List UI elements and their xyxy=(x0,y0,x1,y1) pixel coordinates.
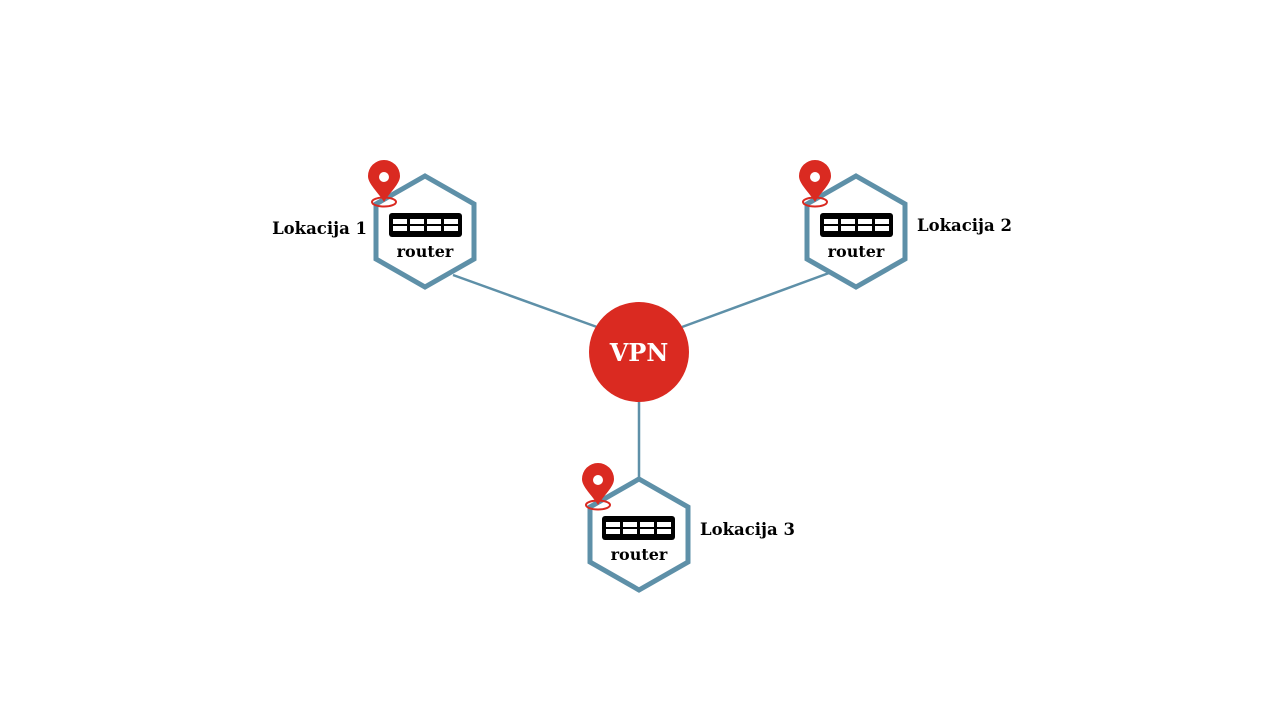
router-icon xyxy=(820,213,893,237)
node-device-label: router xyxy=(397,242,454,261)
location-label: Lokacija 1 xyxy=(272,219,367,238)
vpn-hub-circle xyxy=(589,302,689,402)
location-node-2: router Lokacija 2 xyxy=(799,160,1012,290)
location-pin-icon xyxy=(582,463,614,511)
link-lokacija-1 xyxy=(452,273,598,329)
connections xyxy=(452,271,830,478)
location-node-3: router Lokacija 3 xyxy=(582,463,795,593)
location-pin-icon xyxy=(799,160,831,208)
location-node-1: router Lokacija 1 xyxy=(272,160,477,290)
location-label: Lokacija 2 xyxy=(917,216,1012,235)
router-icon xyxy=(602,516,675,540)
node-device-label: router xyxy=(828,242,885,261)
location-pin-icon xyxy=(368,160,400,208)
vpn-hub-label: VPN xyxy=(609,338,669,367)
location-label: Lokacija 3 xyxy=(700,520,795,539)
node-device-label: router xyxy=(611,545,668,564)
link-lokacija-2 xyxy=(681,271,830,329)
router-icon xyxy=(389,213,462,237)
vpn-hub: VPN xyxy=(589,302,689,402)
